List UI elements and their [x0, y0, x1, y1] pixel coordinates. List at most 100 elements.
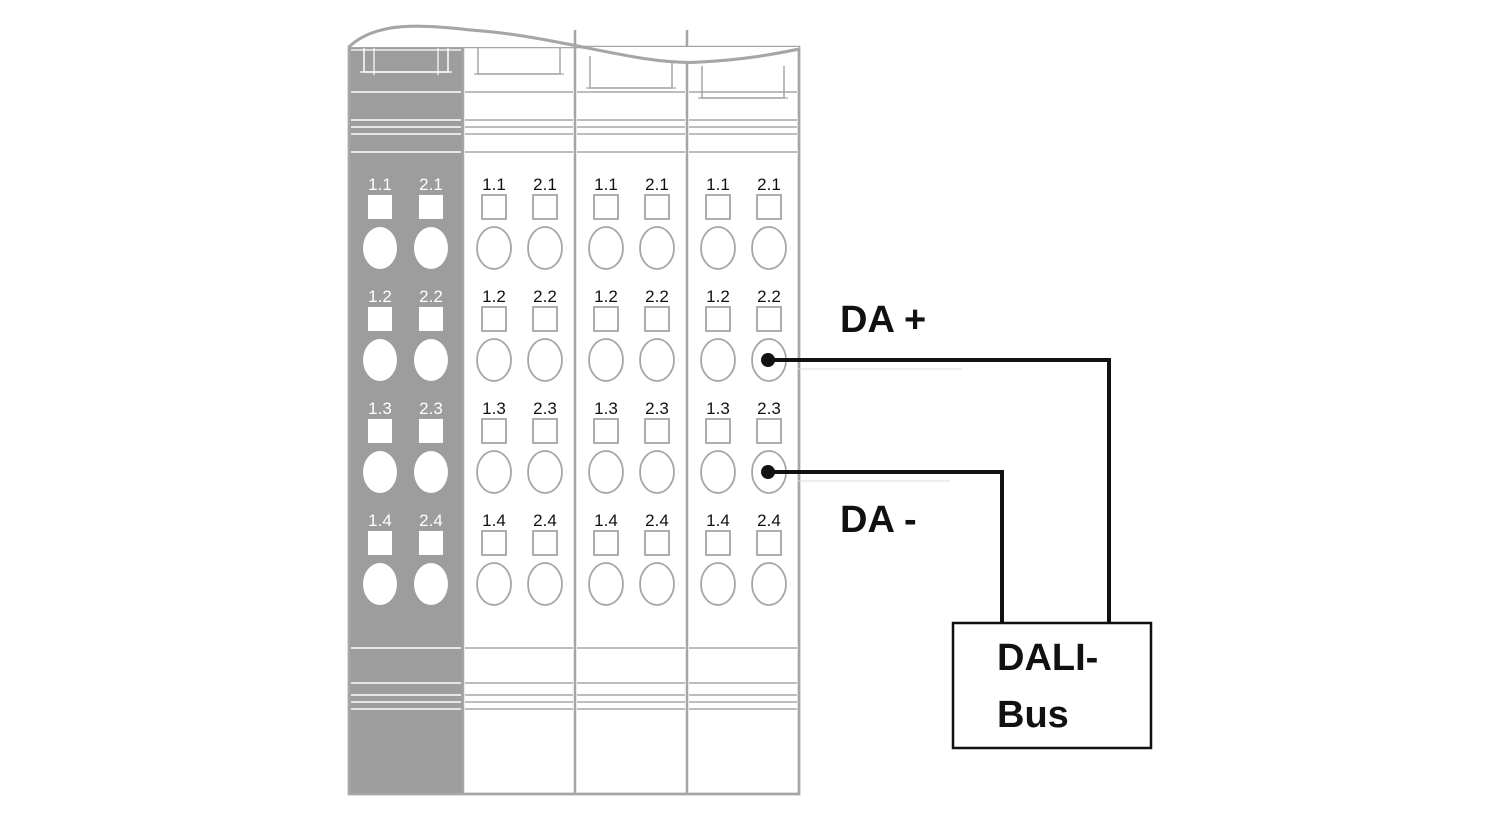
test-point-square	[419, 531, 443, 555]
terminal-label: 2.4	[533, 511, 557, 530]
terminal-label: 2.4	[419, 511, 443, 530]
spring-terminal-opening	[414, 563, 448, 605]
dali-bus-label-line2: Bus	[997, 694, 1069, 736]
spring-terminal-opening	[639, 450, 675, 494]
test-point-square	[644, 418, 670, 444]
terminal-label: 2.3	[533, 399, 557, 418]
spring-terminal-opening	[639, 226, 675, 270]
terminal-label: 1.4	[706, 511, 730, 530]
terminal-label: 1.3	[368, 399, 392, 418]
terminal-module-2: 1.1 2.1 1.2 2.2 1.3 2.3 1.4 2.4	[465, 42, 573, 710]
terminal-label: 2.3	[645, 399, 669, 418]
dali-bus-box: DALI- Bus	[951, 621, 1153, 750]
test-point-square	[705, 306, 731, 332]
terminal-label: 1.3	[706, 399, 730, 418]
test-point-square	[705, 418, 731, 444]
terminal-label: 2.2	[757, 287, 781, 306]
test-point-square	[481, 418, 507, 444]
spring-terminal-opening	[639, 338, 675, 382]
terminal-label: 1.3	[482, 399, 506, 418]
test-point-square	[419, 307, 443, 331]
spring-terminal-opening	[751, 226, 787, 270]
spring-terminal-opening	[588, 226, 624, 270]
spring-terminal-opening	[639, 562, 675, 606]
test-point-square	[532, 306, 558, 332]
spring-terminal-opening	[363, 563, 397, 605]
test-point-square	[756, 194, 782, 220]
spring-terminal-opening	[527, 450, 563, 494]
terminal-label: 2.4	[645, 511, 669, 530]
test-point-square	[593, 194, 619, 220]
terminal-label: 1.1	[594, 175, 618, 194]
test-point-square	[756, 530, 782, 556]
terminal-label: 2.1	[419, 175, 443, 194]
terminal-label: 2.2	[533, 287, 557, 306]
test-point-square	[593, 418, 619, 444]
spring-terminal-opening	[414, 451, 448, 493]
spring-terminal-opening	[476, 226, 512, 270]
spring-terminal-opening	[700, 562, 736, 606]
spring-terminal-opening	[476, 450, 512, 494]
da-minus-wire	[761, 465, 1004, 624]
test-point-square	[532, 530, 558, 556]
spring-terminal-opening	[363, 451, 397, 493]
test-point-square	[705, 530, 731, 556]
spring-terminal-opening	[527, 562, 563, 606]
terminal-module-1: 1.1 2.1 1.2 2.2 1.3 2.3 1.4 2.4	[351, 35, 461, 710]
terminal-label: 1.1	[482, 175, 506, 194]
terminal-label: 1.4	[482, 511, 506, 530]
spring-terminal-opening	[588, 338, 624, 382]
gray-module-body	[349, 25, 463, 794]
test-point-square	[532, 418, 558, 444]
terminal-label: 1.1	[368, 175, 392, 194]
test-point-square	[705, 194, 731, 220]
da-minus-wire-terminal-dot	[761, 465, 775, 479]
terminal-label: 2.4	[757, 511, 781, 530]
test-point-square	[593, 306, 619, 332]
da-plus-wire	[761, 353, 1111, 624]
terminal-label: 1.2	[482, 287, 506, 306]
terminal-label: 1.2	[706, 287, 730, 306]
test-point-square	[368, 195, 392, 219]
spring-terminal-opening	[700, 338, 736, 382]
test-point-square	[644, 530, 670, 556]
test-point-square	[368, 307, 392, 331]
spring-terminal-opening	[363, 339, 397, 381]
terminal-label: 2.1	[757, 175, 781, 194]
terminal-label: 2.1	[645, 175, 669, 194]
terminal-label: 1.1	[706, 175, 730, 194]
da-minus-label: DA -	[840, 499, 917, 541]
spring-terminal-opening	[476, 338, 512, 382]
terminal-label: 2.3	[419, 399, 443, 418]
terminal-label: 2.3	[757, 399, 781, 418]
terminal-label: 1.2	[594, 287, 618, 306]
test-point-square	[419, 195, 443, 219]
test-point-square	[532, 194, 558, 220]
test-point-square	[419, 419, 443, 443]
terminal-label: 2.2	[419, 287, 443, 306]
spring-terminal-opening	[414, 339, 448, 381]
terminal-block-assembly: 1.1 2.1 1.2 2.2 1.3 2.3 1.4 2.4 1.1 2.1 1.2 2.2 1.3 2…	[347, 24, 801, 796]
spring-terminal-opening	[751, 562, 787, 606]
test-point-square	[481, 530, 507, 556]
dali-bus-label-line1: DALI-	[997, 637, 1098, 679]
test-point-square	[368, 531, 392, 555]
terminal-label: 1.2	[368, 287, 392, 306]
test-point-square	[481, 194, 507, 220]
spring-terminal-opening	[700, 226, 736, 270]
spring-terminal-opening	[588, 450, 624, 494]
spring-terminal-opening	[363, 227, 397, 269]
terminal-label: 1.4	[368, 511, 392, 530]
terminal-module-4: 1.1 2.1 1.2 2.2 1.3 2.3 1.4 2.4	[689, 66, 797, 710]
test-point-square	[368, 419, 392, 443]
terminal-label: 2.2	[645, 287, 669, 306]
da-plus-wire-terminal-dot	[761, 353, 775, 367]
terminal-label: 2.1	[533, 175, 557, 194]
terminal-label: 1.4	[594, 511, 618, 530]
spring-terminal-opening	[414, 227, 448, 269]
test-point-square	[481, 306, 507, 332]
da-plus-label: DA +	[840, 299, 926, 341]
test-point-square	[756, 418, 782, 444]
spring-terminal-opening	[476, 562, 512, 606]
